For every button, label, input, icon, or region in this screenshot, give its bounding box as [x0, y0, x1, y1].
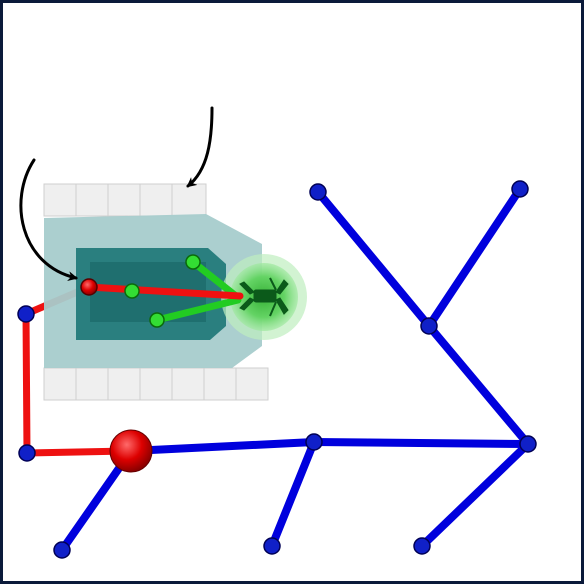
- arm-joint-node: [124, 283, 140, 299]
- arm-joints: [124, 254, 201, 328]
- graph-edge: [425, 322, 532, 448]
- robot-target-node[interactable]: [109, 429, 153, 473]
- graph-node[interactable]: [413, 537, 431, 555]
- bottom-tread: [43, 367, 269, 401]
- arm-joint-node: [149, 312, 165, 328]
- graph-node[interactable]: [519, 435, 537, 453]
- red-path-node[interactable]: [80, 278, 98, 296]
- top-tread: [43, 183, 207, 217]
- graph-node[interactable]: [263, 537, 281, 555]
- arm-joint-node: [185, 254, 201, 270]
- blue-graph: [58, 185, 532, 554]
- graph-edge: [418, 440, 532, 550]
- graph-node[interactable]: [420, 317, 438, 335]
- blue-graph-nodes: [17, 180, 537, 559]
- graph-node[interactable]: [309, 183, 327, 201]
- arm-links: [153, 258, 242, 324]
- graph-node[interactable]: [511, 180, 529, 198]
- red-arm: [85, 283, 244, 300]
- graph-edge: [127, 438, 318, 455]
- annotation-arrows: [19, 106, 214, 282]
- arrow-pointer-icon: [186, 106, 214, 188]
- arrow-pointer-icon: [19, 158, 78, 282]
- gripper-icon: [239, 277, 289, 317]
- graph-node[interactable]: [17, 305, 35, 323]
- robot-rover-icon[interactable]: [43, 174, 307, 401]
- graph-edge: [268, 438, 318, 550]
- graph-edge: [310, 438, 532, 448]
- graph-node[interactable]: [18, 444, 36, 462]
- graph-edge: [314, 188, 433, 330]
- graph-edge: [425, 185, 524, 330]
- graph-node[interactable]: [53, 541, 71, 559]
- graph-node[interactable]: [305, 433, 323, 451]
